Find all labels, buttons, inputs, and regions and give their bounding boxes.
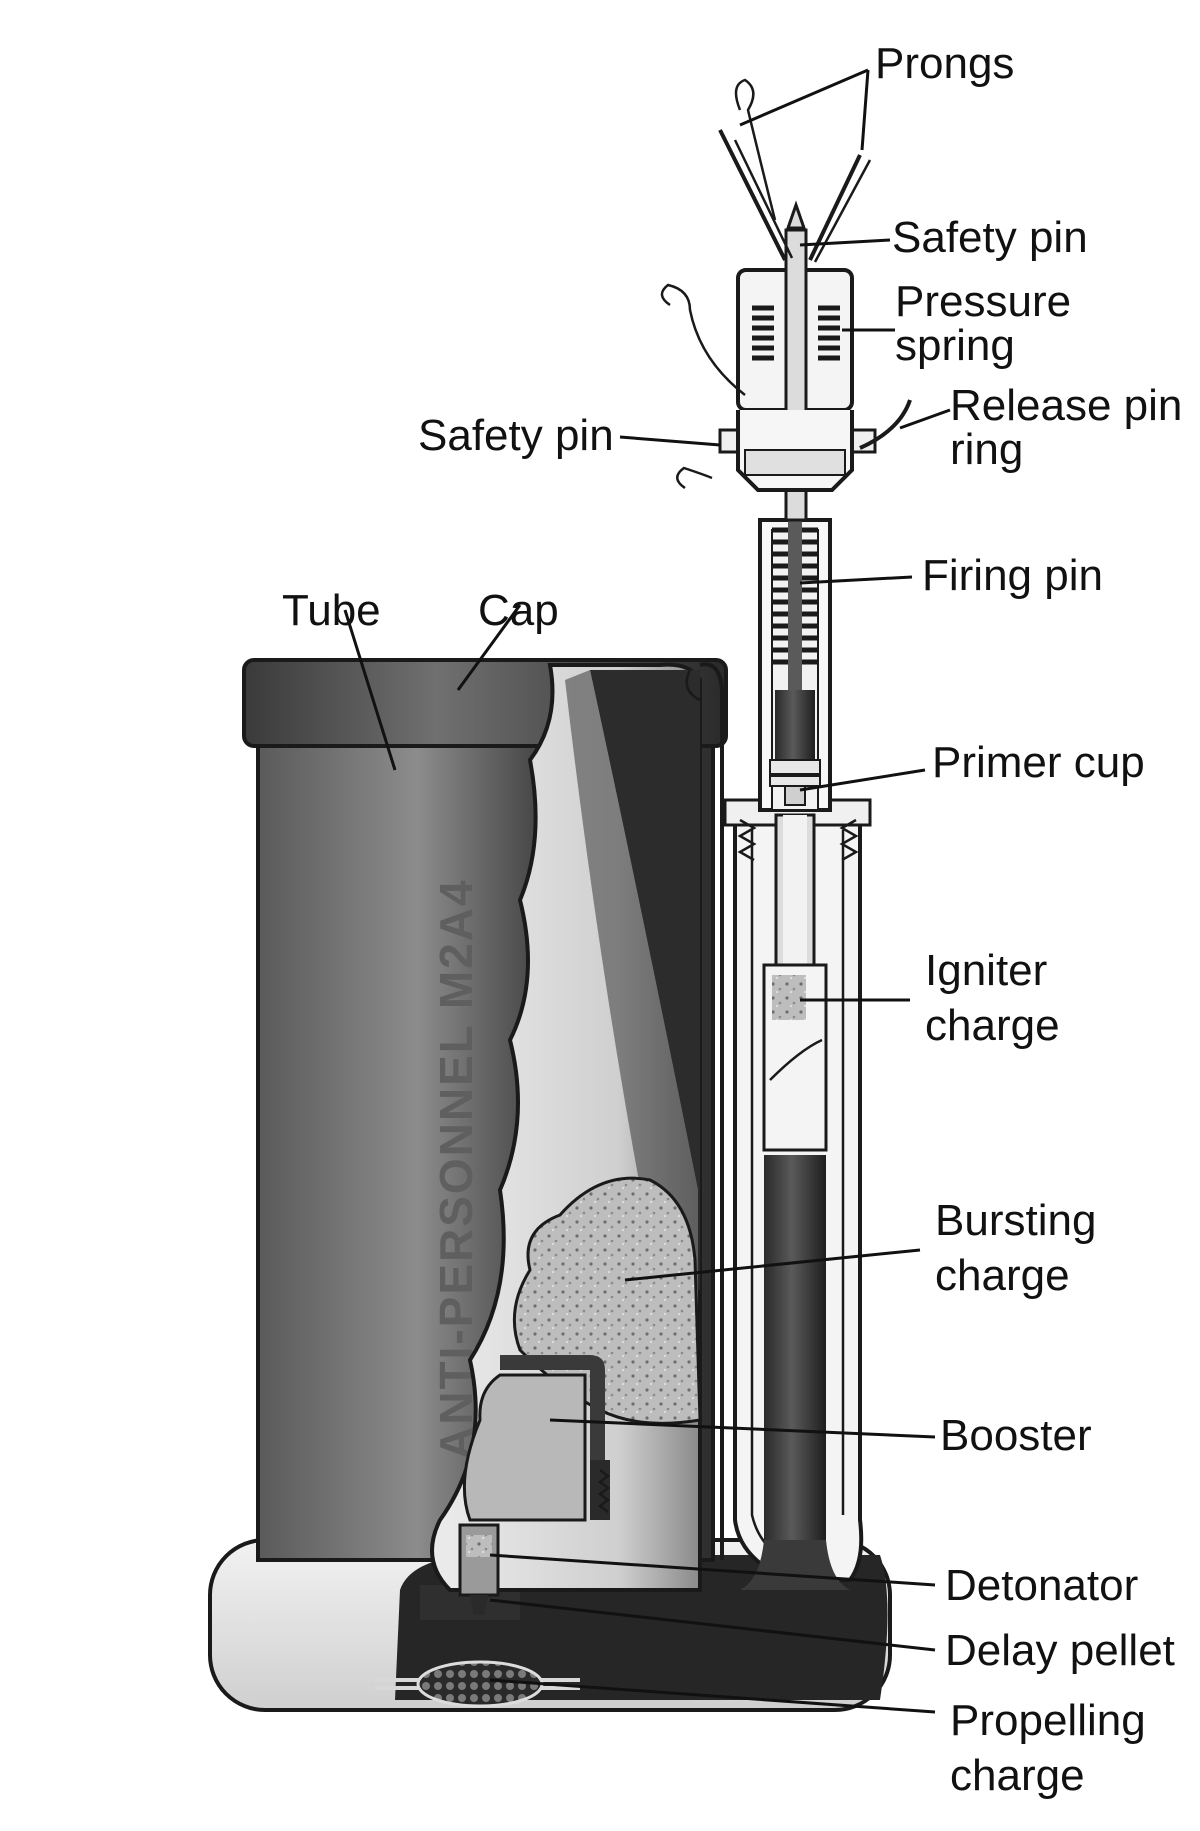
igniter-tube — [737, 813, 859, 1152]
label-delay-pellet: Delay pellet — [945, 1626, 1175, 1675]
label-safety-pin-top: Safety pin — [892, 213, 1088, 262]
label-release-pin-ring-line1: Release pin — [950, 381, 1182, 430]
label-pressure-spring-line2: spring — [895, 321, 1015, 370]
firing-pin-spring — [772, 500, 818, 690]
label-release-pin-ring-line2: ring — [950, 425, 1023, 474]
label-detonator: Detonator — [945, 1561, 1138, 1610]
base-housing — [208, 1538, 892, 1712]
label-firing-pin: Firing pin — [922, 551, 1103, 600]
leader-lines — [343, 68, 951, 1714]
fuze-head — [718, 200, 877, 522]
detonator-body — [458, 1523, 500, 1615]
label-tube: Tube — [282, 586, 381, 635]
label-igniter-charge-line1: Igniter — [925, 946, 1047, 995]
label-cap: Cap — [478, 586, 559, 635]
label-primer-cup: Primer cup — [932, 738, 1145, 787]
label-bursting-charge-line2: charge — [935, 1251, 1070, 1300]
booster-housing — [462, 1355, 611, 1522]
label-bursting-charge-line1: Bursting — [935, 1196, 1096, 1245]
label-booster: Booster — [940, 1411, 1092, 1460]
label-igniter-charge-line2: charge — [925, 1001, 1060, 1050]
label-propelling-charge-line1: Propelling — [950, 1696, 1146, 1745]
label-safety-pin-side: Safety pin — [418, 411, 614, 460]
label-prongs: Prongs — [875, 39, 1014, 88]
label-pressure-spring-line1: Pressure — [895, 277, 1071, 326]
propelling-charge-bag — [375, 1660, 580, 1708]
label-propelling-charge-line2: charge — [950, 1751, 1085, 1800]
firing-pin-rod — [769, 690, 821, 806]
